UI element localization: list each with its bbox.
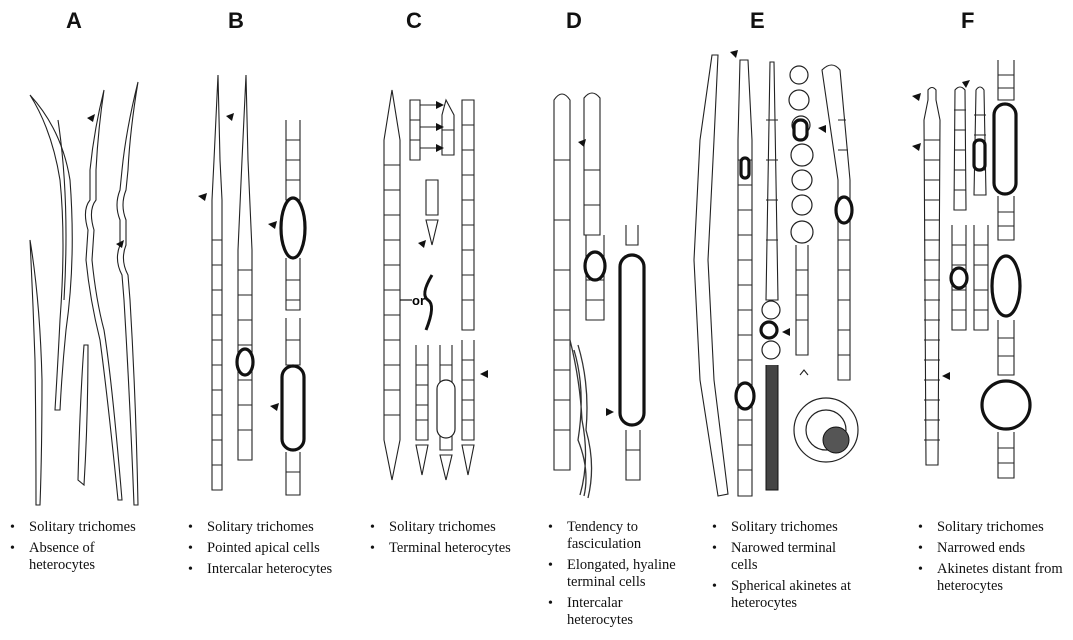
trait-item: Terminal heterocytes (368, 540, 548, 557)
trait-item: Intercalar heterocytes (546, 595, 657, 629)
trait-item: Solitary trichomes (8, 519, 178, 536)
trait-item: Narrowed ends (916, 540, 1071, 557)
panel-c-traits: Solitary trichomes Terminal heterocytes (368, 519, 548, 561)
panel-c-drawing: or (384, 90, 488, 480)
panel-a-traits: Solitary trichomes Absence of heterocyte… (8, 519, 178, 578)
or-label: or (412, 293, 425, 308)
panel-e-drawing (694, 50, 858, 496)
panel-e-traits: Solitary trichomes Narowed terminal cell… (710, 519, 870, 616)
panel-b-drawing (198, 75, 305, 495)
trait-item: Akinetes distant from heterocytes (916, 561, 1067, 595)
panel-f-traits: Solitary trichomes Narrowed ends Akinete… (916, 519, 1071, 599)
trait-item: Absence of heterocytes (8, 540, 139, 574)
trait-item: Elongated, hyaline terminal cells (546, 557, 676, 591)
panel-a-drawing (30, 82, 138, 505)
trait-item: Tendency to fasciculation (546, 519, 676, 553)
panel-d-drawing (554, 93, 644, 498)
trait-item: Solitary trichomes (186, 519, 366, 536)
trait-item: Solitary trichomes (710, 519, 870, 536)
trait-item: Solitary trichomes (368, 519, 548, 536)
trait-item: Narowed terminal cells (710, 540, 861, 574)
panel-b-traits: Solitary trichomes Pointed apical cells … (186, 519, 366, 582)
trait-item: Solitary trichomes (916, 519, 1071, 536)
panel-d-traits: Tendency to fasciculation Elongated, hya… (546, 519, 676, 633)
trait-item: Pointed apical cells (186, 540, 366, 557)
panel-f-drawing (912, 60, 1030, 478)
trichome-drawings: or (0, 0, 1073, 510)
trait-item: Intercalar heterocytes (186, 561, 366, 578)
trait-item: Spherical akinetes at heterocytes (710, 578, 851, 612)
